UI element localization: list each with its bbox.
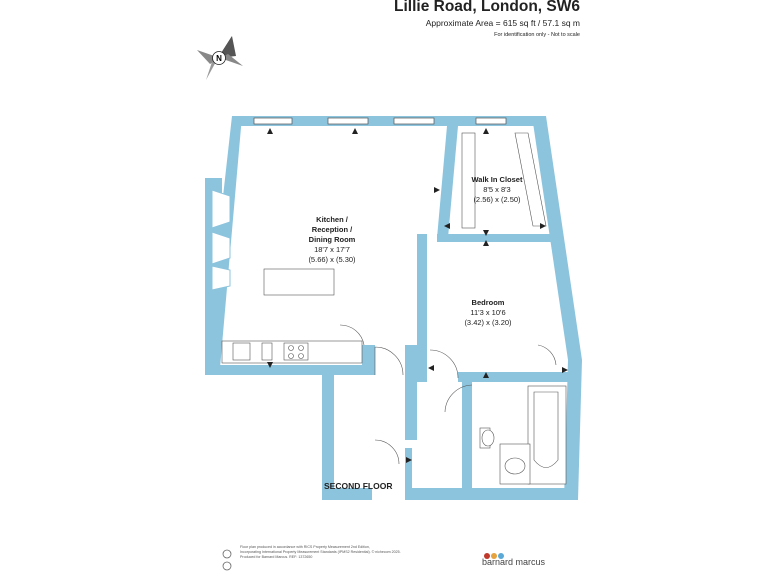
bedroom-name: Bedroom [472,298,505,307]
closet-metric: (2.56) x (2.50) [473,195,521,204]
kitchen-fittings [221,268,363,364]
footer-line-2: Incorporating International Property Mea… [240,550,401,555]
compass-icon: N [197,36,243,80]
footer-line-3: Produced for Barnard Marcus. REF: 137265… [240,555,313,560]
bedroom-imperial: 11'3 x 10'6 [470,308,505,317]
footer-notes: Floor plan produced in accordance with R… [240,545,440,561]
kitchen-imperial: 18'7 x 17'7 [314,245,350,254]
compass-label: N [216,54,222,63]
scale-note: For identification only - Not to scale [494,32,580,38]
bathroom-fittings [479,385,567,485]
property-title: Lillie Road, London, SW6 [394,0,580,15]
room-label-kitchen: Kitchen / Reception / Dining Room 18'7 x… [308,215,356,264]
floor-label: SECOND FLOOR [324,481,393,491]
kitchen-metric: (5.66) x (5.30) [308,255,356,264]
approximate-area: Approximate Area = 615 sq ft / 57.1 sq m [425,18,580,28]
kitchen-name-1: Kitchen / [316,215,349,224]
kitchen-name-3: Dining Room [309,235,356,244]
room-label-bedroom: Bedroom 11'3 x 10'6 (3.42) x (3.20) [464,298,512,327]
kitchen-name-2: Reception / [312,225,353,234]
footer-line-1: Floor plan produced in accordance with R… [240,545,370,549]
room-label-closet: Walk In Closet 8'5 x 8'3 (2.56) x (2.50) [472,175,523,204]
windows [253,117,507,125]
doors [339,324,557,465]
brand-logo-icon [484,546,505,564]
bedroom-metric: (3.42) x (3.20) [464,318,512,327]
certification-icons [221,548,241,577]
closet-name: Walk In Closet [472,175,523,184]
bay-windows [211,189,231,291]
brand-name: barnard marcus [482,557,546,567]
direction-arrows [267,128,568,463]
closet-imperial: 8'5 x 8'3 [483,185,510,194]
